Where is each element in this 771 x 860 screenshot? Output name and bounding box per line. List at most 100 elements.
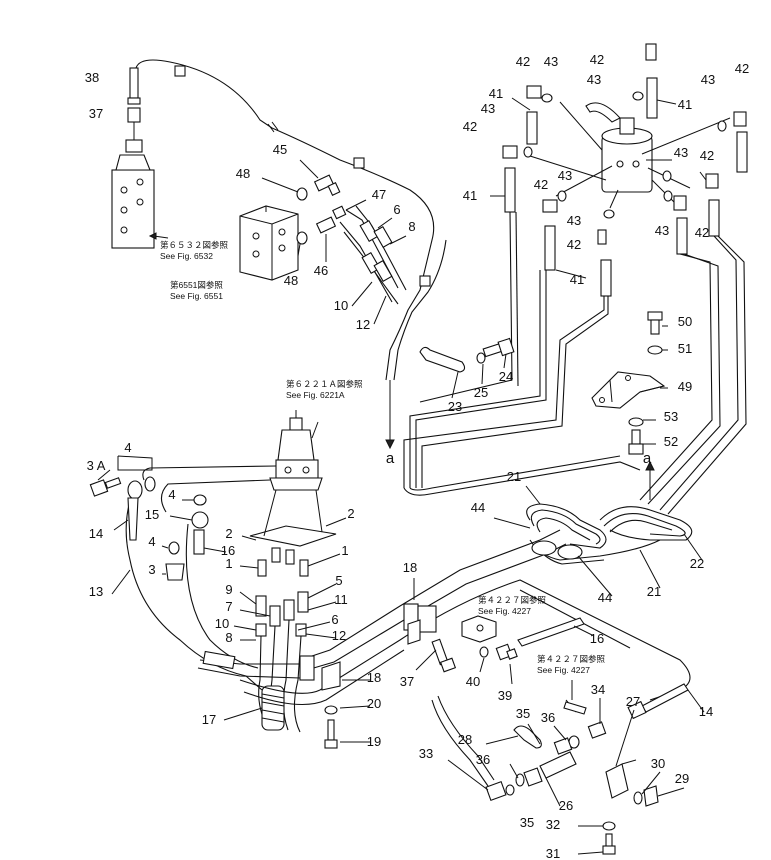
fittings-34-35-36 (515, 721, 607, 787)
callout-c43b: 43 (481, 101, 495, 116)
bolt-50 (647, 311, 663, 335)
callout-c26: 26 (559, 798, 573, 813)
callout-c43c: 43 (558, 168, 572, 183)
note-line: 第６２２１Ａ図参照 (286, 379, 363, 389)
accumulator (585, 102, 653, 193)
callout-c41a: 41 (489, 86, 503, 101)
note-line: See Fig. 4227 (537, 665, 590, 675)
callout-c32: 32 (546, 817, 560, 832)
note-line: 第４２２７図参照 (478, 595, 547, 605)
callout-c40: 40 (466, 674, 480, 689)
callout-c43f: 43 (701, 72, 715, 87)
bolt-19 (324, 719, 338, 749)
elbow-45 (313, 174, 341, 196)
callout-c46: 46 (314, 263, 328, 278)
bolt-3A (89, 477, 122, 497)
callout-c22: 22 (690, 556, 704, 571)
callout-c12a: 12 (356, 317, 370, 332)
callout-c21b: 21 (647, 584, 661, 599)
callout-c42d: 42 (567, 237, 581, 252)
callout-c37b: 37 (400, 674, 414, 689)
hose-loops (526, 503, 693, 565)
callout-c48b: 48 (284, 273, 298, 288)
callout-c4a: 4 (124, 440, 131, 455)
callout-c47: 47 (372, 187, 386, 202)
callout-c13: 13 (89, 584, 103, 599)
callout-c11: 11 (334, 592, 348, 607)
callout-c17: 17 (202, 712, 216, 727)
hose-bundle-lower (258, 619, 302, 733)
callout-c53: 53 (664, 409, 678, 424)
washer-20 (324, 705, 338, 715)
bolt-31 (602, 833, 616, 855)
callout-c36b: 36 (476, 752, 490, 767)
note-line: 第６５３２図参照 (160, 240, 229, 250)
callout-c43e: 43 (587, 72, 601, 87)
callout-c2a: 2 (225, 526, 232, 541)
callout-c42e: 42 (590, 52, 604, 67)
callout-c2b: 2 (347, 506, 354, 521)
callout-c42b: 42 (463, 119, 477, 134)
callout-c42a: 42 (516, 54, 530, 69)
callout-c8b: 8 (225, 630, 232, 645)
callout-c33: 33 (419, 746, 433, 761)
hose-16 (517, 617, 585, 647)
callout-c41d: 41 (678, 97, 692, 112)
washer-32 (602, 821, 616, 831)
callout-c43g: 43 (674, 145, 688, 160)
callout-c34: 34 (591, 682, 605, 697)
callout-c25: 25 (474, 385, 488, 400)
flow-marker-a-right: a (643, 450, 652, 467)
elbow-39 (495, 643, 518, 661)
callout-c35b: 35 (520, 815, 534, 830)
callout-c43a: 43 (544, 54, 558, 69)
note-line: 第6551図参照 (170, 280, 223, 290)
callout-c1b: 1 (341, 543, 348, 558)
callout-c10a: 10 (334, 298, 348, 313)
fitting-37-38 (125, 67, 143, 153)
valve-fittings (255, 547, 309, 637)
note-line: 第４２２７図参照 (537, 654, 606, 664)
callout-c51: 51 (678, 341, 692, 356)
callout-c3A: 3 A (87, 458, 106, 473)
flow-marker-a-left: a (386, 450, 395, 467)
callout-c39: 39 (498, 688, 512, 703)
solenoid-valve-block (239, 205, 299, 281)
note-line: See Fig. 4227 (478, 606, 531, 616)
callout-c18a: 18 (403, 560, 417, 575)
callout-c10b: 10 (215, 616, 229, 631)
callout-c29: 29 (675, 771, 689, 786)
callout-c43d: 43 (567, 213, 581, 228)
callout-c42f: 42 (735, 61, 749, 76)
control-valve-block (111, 154, 169, 249)
cable-38 (135, 59, 435, 381)
note-line: See Fig. 6221A (286, 390, 345, 400)
note-line: See Fig. 6532 (160, 251, 213, 261)
callout-c50: 50 (678, 314, 692, 329)
callout-c20: 20 (367, 696, 381, 711)
nut-29 (643, 785, 659, 807)
callout-c7: 7 (225, 599, 232, 614)
hose-bundle-upper (339, 205, 431, 305)
hose-run-right (403, 211, 747, 515)
callout-c18b: 18 (367, 670, 381, 685)
hose-28 (513, 725, 542, 749)
callout-c5: 5 (335, 573, 342, 588)
tubes-41 (504, 77, 748, 297)
callout-c27: 27 (626, 694, 640, 709)
callout-c6a: 6 (393, 202, 400, 217)
tube-14-left (127, 497, 139, 541)
callout-c37a: 37 (89, 106, 103, 121)
callout-c52: 52 (664, 434, 678, 449)
callout-c8a: 8 (408, 219, 415, 234)
callout-c12b: 12 (332, 628, 346, 643)
callout-c23: 23 (448, 399, 462, 414)
o-rings-43 (523, 91, 727, 219)
